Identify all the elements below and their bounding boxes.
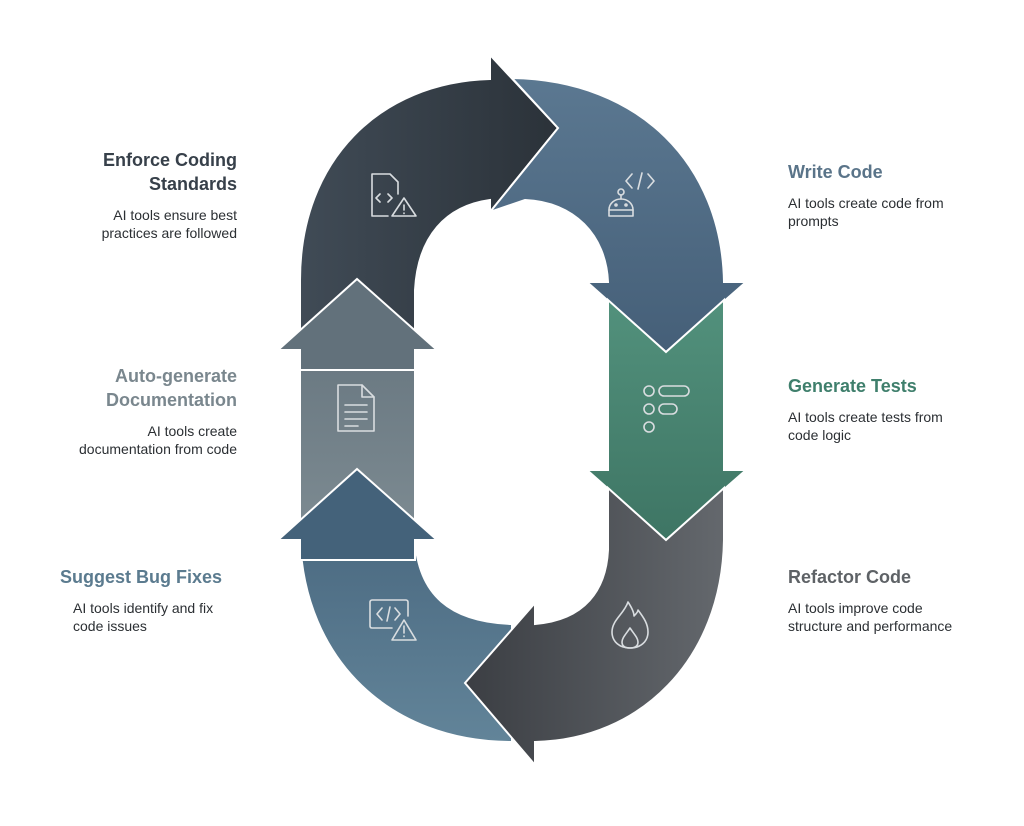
- document-icon: [337, 384, 375, 432]
- flame-icon: [611, 601, 649, 649]
- step-description-line: AI tools create tests from: [788, 409, 943, 425]
- step-description-line: structure and performance: [788, 618, 953, 634]
- step-description-line: code logic: [788, 427, 852, 443]
- code-file-warning-icon: [371, 173, 417, 217]
- step-label-write-code: Write Code AI tools create code from pro…: [788, 160, 1008, 230]
- arrow-refactor-code: [463, 485, 725, 768]
- step-title-line: Standards: [148, 174, 237, 194]
- step-title-line: Auto-generate: [114, 366, 237, 386]
- step-title-line: Suggest Bug Fixes: [60, 567, 223, 587]
- step-title-line: Generate Tests: [788, 376, 917, 396]
- step-title: Suggest Bug Fixes: [60, 565, 280, 589]
- step-description: AI tools ensure best practices are follo…: [0, 206, 237, 242]
- code-window-warning-icon: [369, 599, 417, 641]
- step-title: Enforce Coding Standards: [0, 148, 237, 196]
- step-description-line: documentation from code: [79, 441, 237, 457]
- step-label-refactor-code: Refactor Code AI tools improve code stru…: [788, 565, 1018, 635]
- step-description: AI tools create tests from code logic: [788, 408, 1008, 444]
- step-label-generate-tests: Generate Tests AI tools create tests fro…: [788, 374, 1008, 444]
- step-description-line: AI tools improve code: [788, 600, 923, 616]
- step-title-line: Documentation: [105, 390, 237, 410]
- step-description: AI tools create documentation from code: [0, 422, 237, 458]
- robot-code-icon: [608, 172, 655, 217]
- step-description-line: AI tools create: [147, 423, 238, 439]
- step-description-line: practices are followed: [101, 225, 237, 241]
- step-title-line: Refactor Code: [788, 567, 912, 587]
- step-description-line: AI tools create code from: [788, 195, 944, 211]
- step-title-line: Write Code: [788, 162, 883, 182]
- step-description: AI tools improve code structure and perf…: [788, 599, 1018, 635]
- step-label-auto-generate-documentation: Auto-generate Documentation AI tools cre…: [0, 364, 237, 458]
- step-label-enforce-coding-standards: Enforce Coding Standards AI tools ensure…: [0, 148, 237, 242]
- arrow-auto-generate-documentation-head: [275, 277, 440, 371]
- step-title-line: Enforce Coding: [103, 150, 237, 170]
- arrow-write-code: [487, 76, 749, 354]
- step-title: Refactor Code: [788, 565, 1018, 589]
- step-description-line: AI tools identify and fix: [73, 600, 214, 616]
- step-description-line: prompts: [788, 213, 839, 229]
- arrow-generate-tests: [584, 297, 749, 542]
- step-title: Write Code: [788, 160, 1008, 184]
- step-label-suggest-bug-fixes: Suggest Bug Fixes AI tools identify and …: [60, 565, 280, 635]
- step-description-line: code issues: [73, 618, 147, 634]
- arrow-enforce-coding-standards: [299, 52, 560, 349]
- step-title: Auto-generate Documentation: [0, 364, 237, 412]
- checklist-icon: [643, 385, 690, 433]
- step-title: Generate Tests: [788, 374, 1008, 398]
- step-description-line: AI tools ensure best: [113, 207, 237, 223]
- arrow-suggest-bug-fixes-head: [275, 467, 440, 561]
- step-description: AI tools identify and fix code issues: [60, 599, 280, 635]
- step-description: AI tools create code from prompts: [788, 194, 1008, 230]
